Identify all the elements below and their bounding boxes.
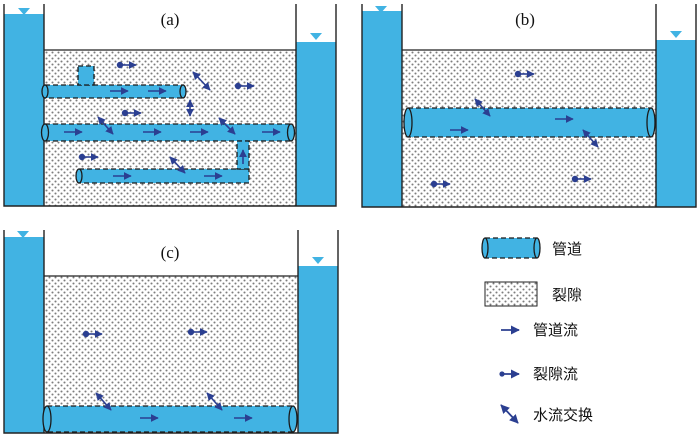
fracture-swatch-icon (484, 281, 538, 307)
legend-label: 水流交换 (533, 406, 593, 424)
water-level-icon (18, 8, 30, 15)
water-exchange-arrow (97, 116, 114, 135)
panel-c: (c) (3, 230, 339, 434)
water-exchange-arrow (218, 117, 236, 135)
water-exchange-arrow (206, 392, 223, 411)
legend-item-water-exchange: 水流交换 (500, 404, 593, 424)
conduit (407, 107, 652, 138)
conduit (78, 168, 250, 184)
legend-label: 管道流 (533, 321, 578, 339)
left-reservoir (4, 237, 44, 433)
legend-item-conduit: 管道 (481, 237, 582, 259)
water-level-icon (375, 6, 387, 13)
water-exchange-arrow (169, 156, 186, 174)
legend-label: 管道 (552, 240, 582, 258)
water-level-icon (17, 231, 29, 238)
conduit-swatch-icon (484, 237, 538, 259)
right-reservoir (656, 40, 696, 207)
right-reservoir (296, 42, 336, 206)
water-exchange-arrow (95, 392, 112, 411)
right-reservoir (298, 266, 338, 433)
legend-item-conduit-flow: 管道流 (501, 321, 578, 339)
legend-item-fracture: 裂隙 (484, 281, 582, 307)
water-level-icon (670, 31, 682, 38)
panel-a: (a) (3, 4, 337, 207)
water-level-icon (310, 33, 322, 40)
panel-label: (b) (515, 10, 535, 29)
legend: 管道 裂隙 管道流 裂隙流 水流交换 (481, 237, 593, 424)
conduit (77, 65, 95, 86)
left-reservoir (4, 14, 44, 206)
double-arrow-icon (500, 404, 519, 424)
panel-label: (a) (161, 10, 180, 29)
legend-item-fracture-flow: 裂隙流 (499, 365, 578, 383)
left-reservoir (362, 11, 402, 207)
panel-b: (b) (361, 4, 697, 208)
water-exchange-arrow (582, 129, 599, 148)
legend-label: 裂隙 (552, 286, 582, 304)
water-exchange-arrow (474, 98, 491, 117)
panel-label: (c) (161, 243, 180, 262)
legend-label: 裂隙流 (533, 365, 578, 383)
water-level-icon (312, 257, 324, 264)
water-exchange-arrow (192, 71, 211, 91)
conduit (46, 405, 294, 433)
